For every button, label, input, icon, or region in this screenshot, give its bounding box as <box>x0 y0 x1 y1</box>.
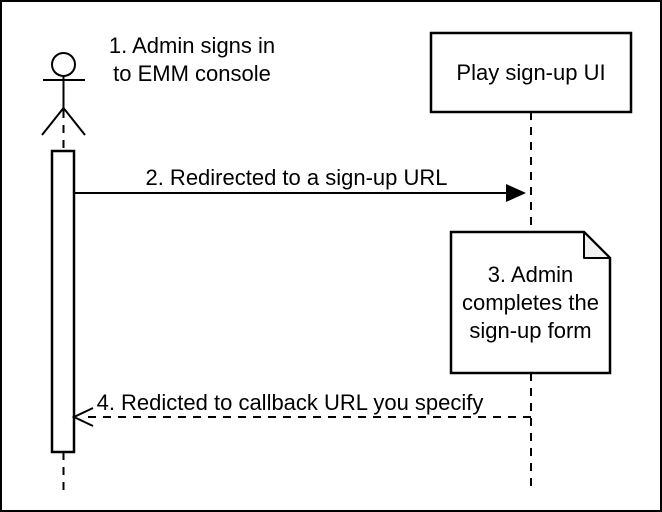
note-fold-corner <box>583 231 611 259</box>
open-arrowhead-icon <box>71 407 94 427</box>
actor-right-leg <box>62 107 86 136</box>
step1-annotation: 1. Admin signs in to EMM console <box>108 33 276 86</box>
note-shape <box>449 230 612 375</box>
activation-bar <box>50 149 76 454</box>
actor-left-leg <box>41 107 65 136</box>
participant-box-label: Play sign-up UI <box>456 59 606 85</box>
actor-head <box>51 52 76 77</box>
participant-box <box>429 31 633 114</box>
step3-note-label: 3. Admin completes the sign-up form <box>462 261 599 343</box>
actor-icon <box>41 52 86 136</box>
step2-message-label: 2. Redirected to a sign-up URL <box>145 165 448 190</box>
solid-arrowhead-icon <box>506 184 526 202</box>
step4-message-label: 4. Redicted to callback URL you specify <box>96 390 484 415</box>
